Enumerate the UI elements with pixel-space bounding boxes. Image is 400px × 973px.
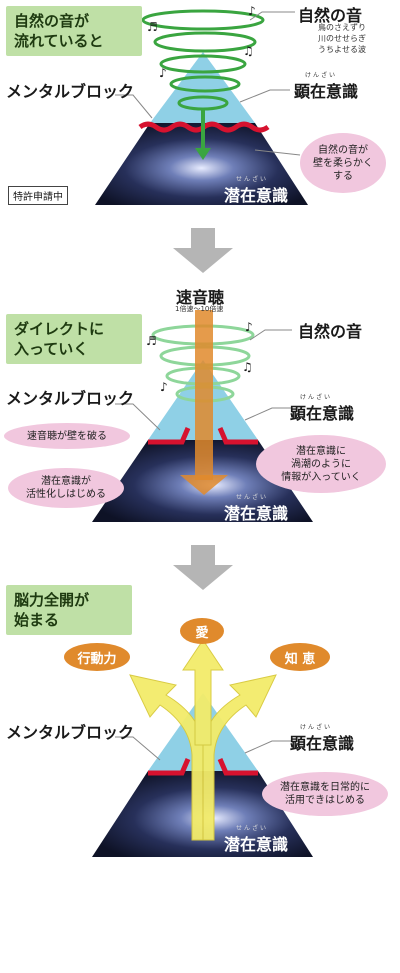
stage-3: 脳力全開が 始まる 愛 行動力 知 恵 メンタルブロック けんざい 顕在意識 潜… — [0, 585, 400, 865]
mental-block-label: メンタルブロック — [6, 389, 135, 408]
conscious-label: 顕在意識 — [290, 404, 355, 423]
leader-conscious-1 — [239, 89, 290, 103]
mental-block-broken-left — [148, 427, 191, 445]
action-bubble: 行動力 — [64, 643, 130, 671]
stage-1: 自然の音が 流れていると ♬ ♪ ♫ ♪ 自然の音 鳥のさえずり 川のせせらぎ … — [0, 0, 400, 215]
subconscious-ruby: せんざい — [236, 825, 269, 832]
music-note-icon: ♫ — [243, 44, 254, 58]
nature-sound-label: 自然の音 — [298, 322, 363, 341]
leader-mental-block-1 — [115, 94, 153, 119]
speed-listening-range: 1倍速～10倍速 — [175, 305, 224, 313]
conscious-label: 顕在意識 — [290, 734, 355, 753]
leader-nature-1 — [249, 11, 295, 21]
stage-2-title: ダイレクトに 入っていく — [6, 314, 142, 364]
break-wall-bubble: 速音聴が壁を破る — [4, 423, 130, 449]
conscious-label: 顕在意識 — [294, 82, 359, 101]
subconscious-label: 潜在意識 — [224, 835, 289, 854]
stage-1-graphic — [95, 9, 308, 205]
nature-example-birds: 鳥のさえずり — [318, 23, 366, 32]
speed-listening-beam — [195, 310, 213, 480]
stage-3-graphic — [92, 639, 313, 857]
daily-use-bubble: 潜在意識を日常的に 活用できはじめる — [262, 772, 388, 816]
stage-1-title: 自然の音が 流れていると — [6, 6, 142, 56]
conscious-area — [150, 52, 255, 123]
soften-wall-bubble: 自然の音が 壁を柔らかく する — [300, 133, 386, 193]
conscious-ruby: けんざい — [300, 724, 333, 731]
music-note-icon: ♬ — [146, 334, 157, 348]
down-arrow-icon — [173, 545, 233, 590]
love-bubble: 愛 — [180, 618, 224, 644]
stage-3-title: 脳力全開が 始まる — [6, 585, 132, 635]
subconscious-area — [95, 123, 308, 205]
nature-example-river: 川のせせらぎ — [318, 34, 366, 43]
speed-listening-title: 速音聴 — [176, 288, 225, 307]
brain-power-arrows — [129, 639, 277, 841]
music-note-icon: ♪ — [248, 4, 256, 18]
music-note-icon: ♫ — [242, 360, 253, 374]
conscious-ruby: けんざい — [300, 394, 333, 401]
down-arrow-icon — [173, 228, 233, 273]
mental-block-label: メンタルブロック — [6, 723, 135, 742]
subconscious-ruby: せんざい — [236, 494, 269, 501]
activate-subconscious-bubble: 潜在意識が 活性化しはじめる — [8, 468, 124, 508]
music-note-icon: ♬ — [147, 20, 158, 34]
conscious-ruby: けんざい — [305, 72, 338, 79]
music-note-icon: ♪ — [245, 320, 253, 334]
green-arrowhead — [195, 148, 211, 160]
wisdom-bubble: 知 恵 — [270, 643, 330, 671]
patent-pending-badge: 特許申請中 — [8, 186, 68, 205]
information-inflow-bubble: 潜在意識に 渦潮のように 情報が入っていく — [256, 435, 386, 493]
subconscious-ruby: せんざい — [236, 176, 269, 183]
music-note-icon: ♪ — [159, 66, 167, 80]
music-note-icon: ♪ — [160, 380, 168, 394]
stage-2: ダイレクトに 入っていく 速音聴 1倍速～10倍速 ♬ ♪ ♫ ♪ 自然の音 メ… — [0, 280, 400, 530]
mental-block-broken-right — [217, 427, 258, 445]
nature-sound-label: 自然の音 — [298, 6, 363, 25]
subconscious-label: 潜在意識 — [224, 504, 289, 523]
mental-block-label: メンタルブロック — [6, 82, 135, 101]
nature-example-waves: うちよせる波 — [318, 45, 366, 54]
subconscious-label: 潜在意識 — [224, 186, 289, 205]
